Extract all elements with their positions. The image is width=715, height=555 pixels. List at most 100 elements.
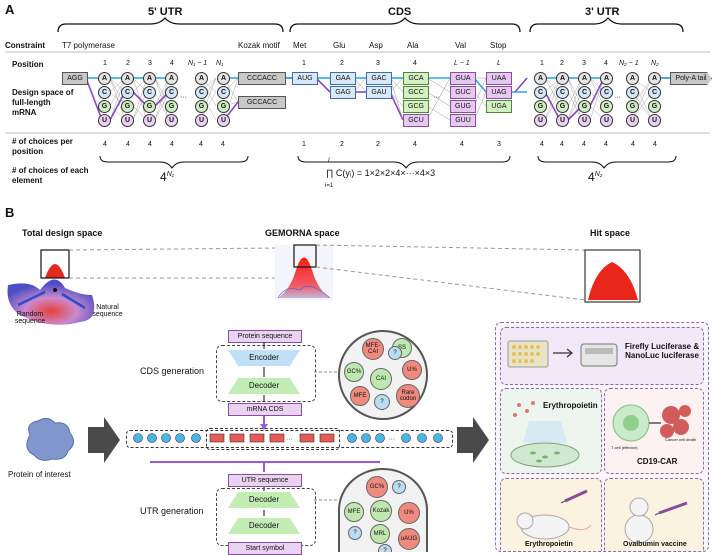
codon-val-3: GUG (450, 100, 476, 113)
constraint-stop: Stop (490, 41, 507, 50)
utr-decoder-block: Decoder (228, 492, 300, 508)
choice-cds-2: 2 (340, 141, 344, 148)
nt-a-icon: A (165, 72, 178, 85)
mrna-sequence-strip (126, 430, 453, 448)
panel-a-label: A (5, 2, 15, 17)
choice-cds-6: 3 (497, 141, 501, 148)
utr-decoder-block: Decoder (228, 518, 300, 534)
t-cell-label: T cell (effector) (611, 445, 638, 450)
nt-a-icon: A (98, 72, 111, 85)
utr-generation-label: UTR generation (140, 506, 204, 516)
nt-g-icon: G (578, 100, 591, 113)
choice-utr3-6: 4 (653, 141, 657, 148)
nt-g-icon: G (143, 100, 156, 113)
choice-utr5-1: 4 (103, 141, 107, 148)
nt-a-icon: A (626, 72, 639, 85)
nt-g-icon: G (98, 100, 111, 113)
feature-mfe: MFE (350, 386, 370, 406)
luciferase-card: Firefly Luciferase & NanoLuc luciferase (500, 327, 704, 385)
utr3-element-count: 4N₂ (588, 170, 602, 184)
feature-gc-percent: GC% (366, 476, 388, 498)
nt-g-icon: G (165, 100, 178, 113)
codon-ala-1: GCA (403, 72, 429, 85)
codon-ala-3: GCG (403, 100, 429, 113)
nt-a-icon: A (648, 72, 661, 85)
svg-text:···: ··· (388, 436, 395, 443)
nt-c-icon: C (165, 86, 178, 99)
total-landscape (7, 279, 95, 325)
nt-u-icon: U (217, 114, 230, 127)
nt-g-icon: G (556, 100, 569, 113)
car-label: CD19-CAR (637, 457, 678, 466)
ova-mouse-card: Ovalbumin vaccine (604, 478, 704, 551)
total-space-title: Total design space (22, 228, 103, 238)
nt-c-icon: C (217, 86, 230, 99)
constraint-ala: Ala (407, 41, 419, 50)
nt-g-icon: G (600, 100, 613, 113)
pos-utr3-1: 1 (540, 60, 544, 67)
pos-utr3-3: 3 (582, 60, 586, 67)
design-space-landscapes (7, 244, 641, 325)
utr5-exponent: N₁ (166, 171, 174, 178)
feature-unknown: ? (388, 346, 402, 360)
nt-a-icon: A (143, 72, 156, 85)
nt-u-icon: U (143, 114, 156, 127)
prod-bottom: i=1 (325, 183, 334, 189)
codon-stop-2: UAG (486, 86, 512, 99)
mouse-injection-icon (624, 497, 688, 544)
feature-mrl: MRL (370, 524, 390, 544)
well-plate-icon (507, 340, 549, 368)
utr5-element-count: 4N₁ (160, 170, 174, 184)
constraint-val: Val (455, 41, 466, 50)
codon-val-2: GUC (450, 86, 476, 99)
nt-c-icon: C (195, 86, 208, 99)
nt-g-icon: G (121, 100, 134, 113)
nt-u-icon: U (165, 114, 178, 127)
cds-feature-circle: MFE-CAI SS U% GC% CAI ? MFE ? Rare codon (338, 330, 428, 420)
nt-c-icon: C (143, 86, 156, 99)
nt-g-icon: G (217, 100, 230, 113)
plate-reader-icon (580, 343, 618, 367)
utr5-header: 5' UTR (148, 6, 183, 18)
nt-c-icon: C (534, 86, 547, 99)
nt-u-icon: U (648, 114, 661, 127)
codon-ala-4: GCU (403, 114, 429, 127)
epo-mouse-card: Erythropoietin (500, 478, 602, 551)
nt-u-icon: U (626, 114, 639, 127)
epo-label: Erythropoietin (543, 401, 598, 410)
feature-cai: CAI (370, 368, 392, 390)
codon-stop-3: UGA (486, 100, 512, 113)
choice-utr3-4: 4 (604, 141, 608, 148)
pos-utr5-n1m1: N₁ − 1 (188, 60, 208, 67)
choice-cds-3: 2 (376, 141, 380, 148)
nt-c-icon: C (648, 86, 661, 99)
design-space-label: Design space of full-length mRNA (12, 88, 74, 117)
zoom-box (40, 249, 70, 279)
nt-u-icon: U (195, 114, 208, 127)
mrna-cds-segment (206, 428, 340, 450)
nt-a-icon: A (534, 72, 547, 85)
epo-card: Erythropoietin (500, 388, 602, 474)
choices-per-element-label: # of choices of each element (12, 166, 89, 185)
feature-gc-percent: GC% (344, 362, 364, 382)
gemorna-peak (278, 257, 330, 298)
nt-g-icon: G (534, 100, 547, 113)
nt-g-icon: G (626, 100, 639, 113)
nt-a-icon: A (556, 72, 569, 85)
protein-of-interest-label: Protein of interest (8, 470, 71, 479)
choice-utr3-1: 4 (540, 141, 544, 148)
nt-u-icon: U (600, 114, 613, 127)
cell-dish-icon (510, 401, 580, 468)
pos-cds-4: 4 (413, 60, 417, 67)
feature-u-percent: U% (398, 502, 420, 524)
feature-unknown: ? (374, 394, 390, 410)
pos-utr5-n1: N₁ (216, 60, 224, 67)
hit-peak (588, 262, 638, 300)
polya-tail: Poly-A tail (670, 72, 712, 85)
ellipsis: ··· (614, 94, 621, 101)
nt-g-icon: G (195, 100, 208, 113)
nt-a-icon: A (578, 72, 591, 85)
arrow-right-icon (88, 417, 120, 463)
choice-cds-5: 4 (460, 141, 464, 148)
utr-sequence-box: UTR sequence (228, 474, 302, 487)
